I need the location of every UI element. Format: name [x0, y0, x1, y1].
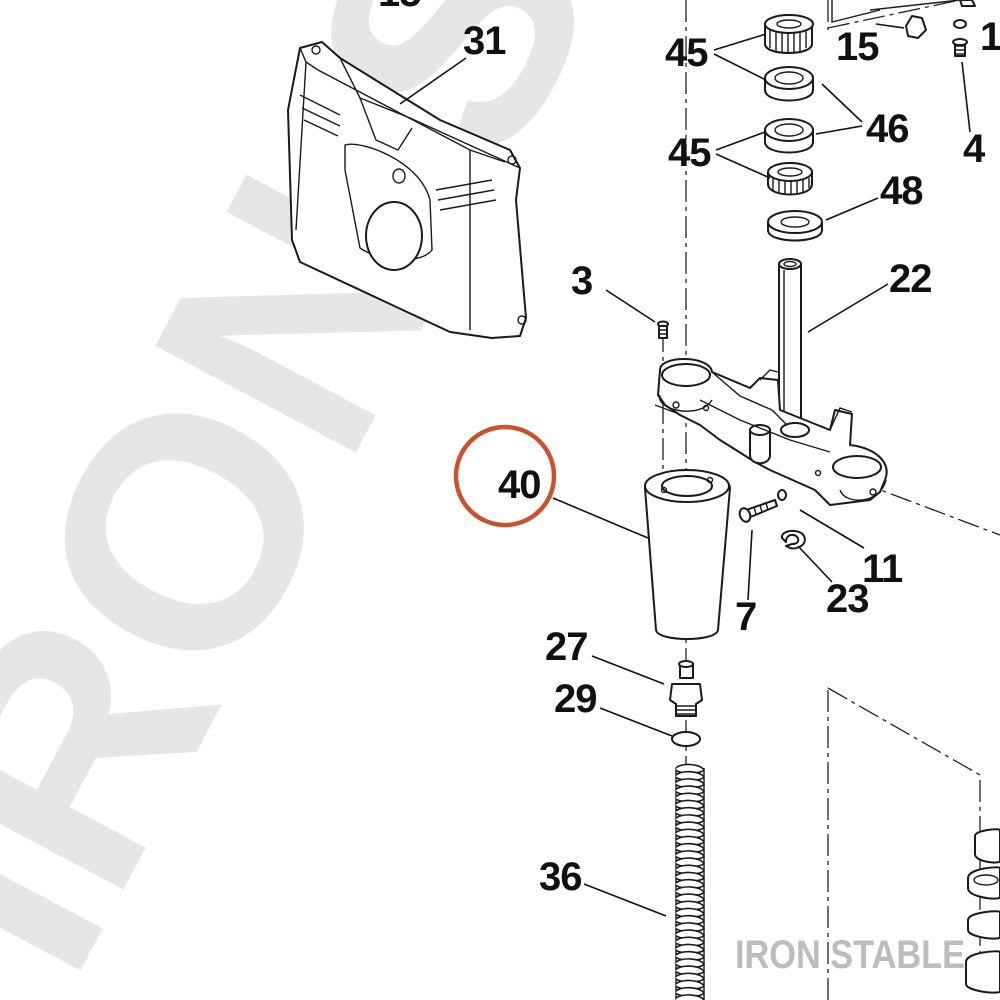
callouts: 15 31 45 15 12 46 4 45 48 3 22 40 11 23 …	[378, 0, 1000, 899]
callout-7: 7	[735, 595, 756, 639]
callout-36: 36	[539, 855, 582, 899]
callout-31: 31	[463, 19, 506, 63]
callout-23: 23	[826, 577, 869, 621]
callout-12: 12	[980, 15, 1000, 59]
highlight-circle	[453, 424, 557, 528]
callout-45-a: 45	[665, 31, 708, 75]
part-48-seal	[767, 210, 823, 242]
watermark-corner-text: IRON STABLE	[735, 933, 965, 977]
part-12-washer	[953, 0, 976, 29]
part-3-screw	[657, 320, 669, 339]
part-40-fork-cover	[644, 469, 731, 640]
leader-lines	[399, 23, 971, 917]
part-27-top-cap	[669, 660, 703, 717]
callout-45-b: 45	[668, 131, 711, 175]
part-15-clip	[831, 0, 961, 39]
callout-48: 48	[880, 169, 923, 213]
part-45-nut-top	[764, 14, 814, 54]
callout-27: 27	[545, 625, 588, 669]
part-36-fork-spring	[675, 763, 705, 1000]
spring-coil	[675, 994, 705, 1000]
part-triple-clamp	[657, 358, 888, 506]
part-4-screw	[952, 38, 968, 57]
part-46-bearing-race-bottom	[764, 118, 814, 154]
callout-29: 29	[554, 677, 597, 721]
callout-4: 4	[963, 127, 986, 171]
callout-11: 11	[862, 547, 903, 591]
callout-40: 40	[498, 463, 541, 507]
part-31-cover	[287, 41, 527, 339]
part-29-o-ring	[671, 731, 701, 747]
part-23-circlip	[780, 530, 806, 550]
callout-3: 3	[571, 259, 592, 303]
part-lower-right-stack	[965, 828, 1000, 994]
callout-15-top: 15	[378, 0, 421, 15]
callout-15: 15	[836, 25, 879, 69]
part-45-bearing-lower	[767, 162, 813, 196]
callout-22: 22	[889, 257, 932, 301]
callout-46: 46	[866, 107, 909, 151]
part-22-steering-stem	[778, 258, 802, 421]
part-11-washer	[777, 489, 787, 501]
part-46-bearing-race-top	[764, 66, 814, 102]
part-7-bolt	[738, 499, 778, 523]
